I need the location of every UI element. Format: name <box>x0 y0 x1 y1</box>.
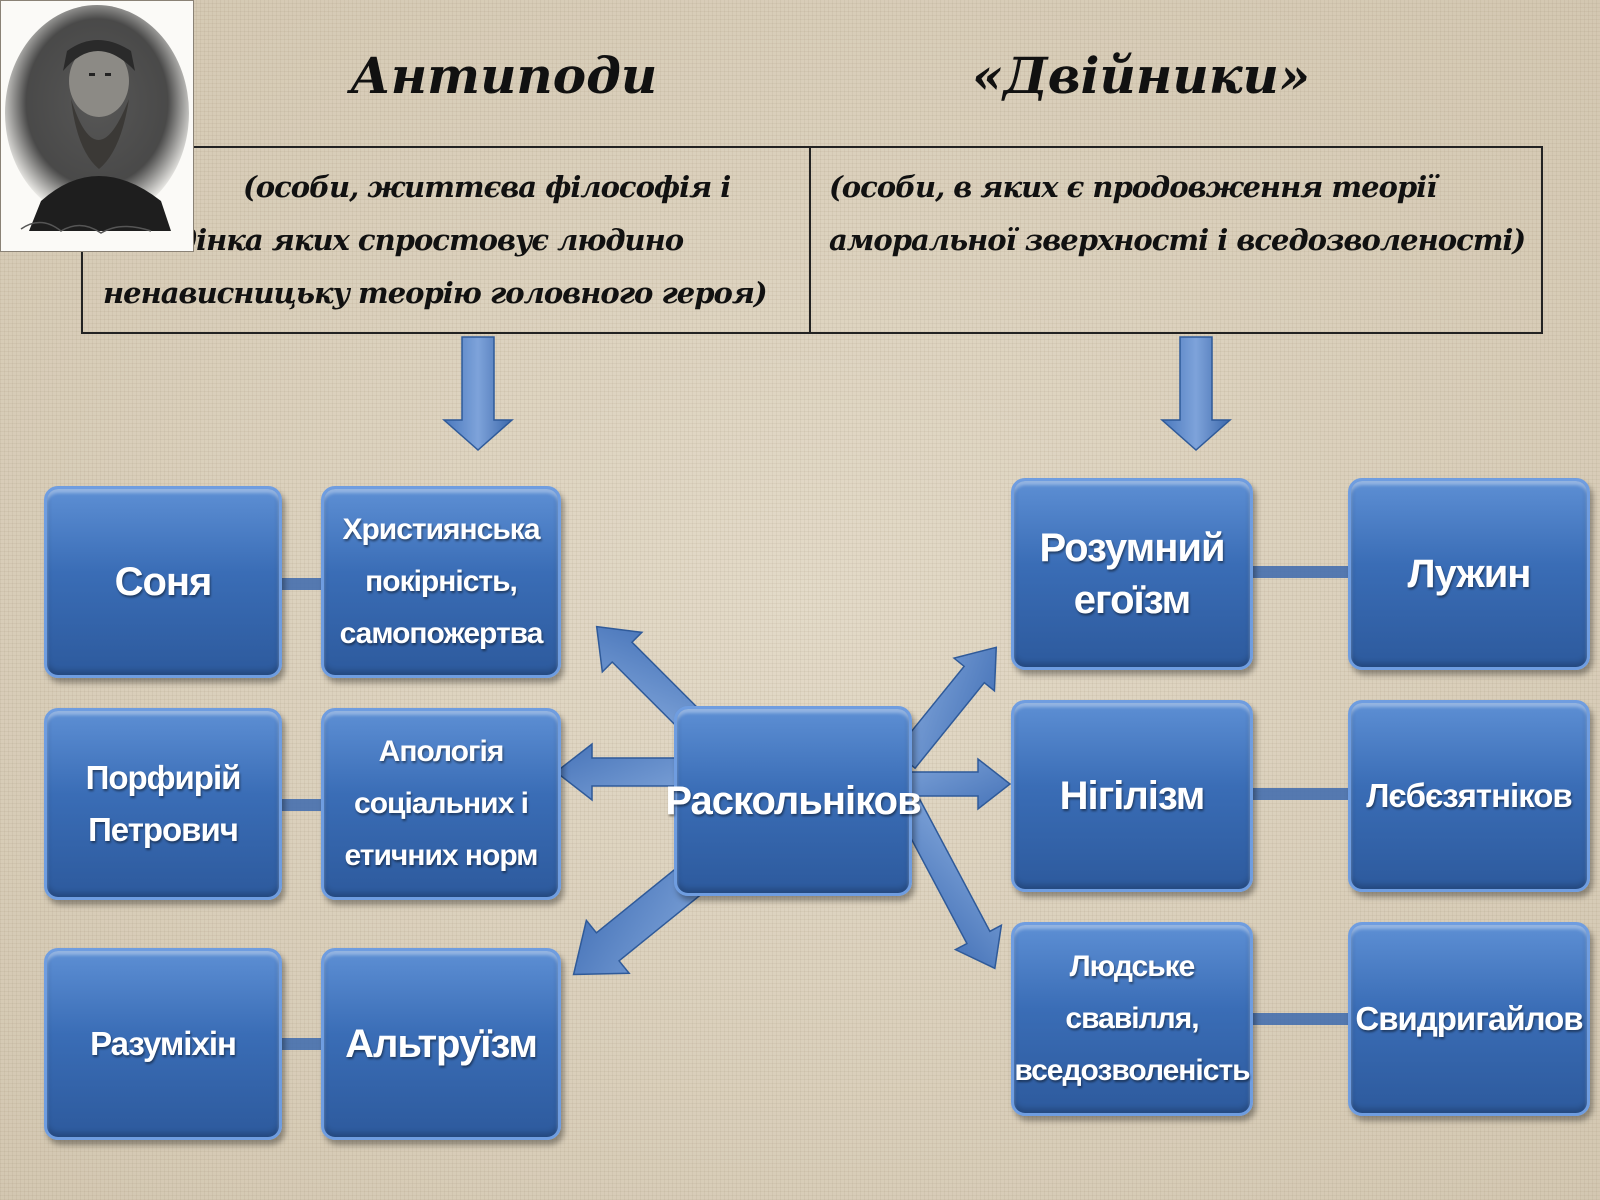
box-luzhin: Лужин <box>1348 478 1590 670</box>
down-arrow-right <box>1160 336 1232 452</box>
box-label: Людське свавілля, вседозволеність <box>1014 950 1250 1087</box>
doubles-heading: «Двійники» <box>972 46 1311 105</box>
arrow-to-rational-egoism <box>893 646 998 770</box>
box-svidrigailov: Свидригайлов <box>1348 922 1590 1116</box>
box-christian-humility: Християнська покірність, самопожертва <box>321 486 561 678</box>
box-sonya: Соня <box>44 486 282 678</box>
doubles-description: (особи, в яких є продовження теорії амор… <box>829 170 1526 257</box>
box-label: Нігілізм <box>1059 774 1206 818</box>
box-rational-egoism: Розумний егоїзм <box>1011 478 1253 670</box>
arrow-to-christian-humility <box>595 625 701 731</box>
antipodes-description: (особи, життєва філософія і поведінка як… <box>83 148 811 332</box>
box-label: Апологія соціальних і етичних норм <box>344 735 539 872</box>
box-apology-norms: Апологія соціальних і етичних норм <box>321 708 561 900</box>
box-label: Християнська покірність, самопожертва <box>339 513 544 650</box>
box-porfiry-petrovich: Порфирій Петрович <box>44 708 282 900</box>
box-label: Порфирій Петрович <box>85 759 242 848</box>
box-nihilism: Нігілізм <box>1011 700 1253 892</box>
antipodes-heading: Антиподи <box>350 46 658 105</box>
box-label: Лєбєзятніков <box>1366 777 1572 814</box>
box-lebeziatnikov: Лєбєзятніков <box>1348 700 1590 892</box>
box-label: Разуміхін <box>90 1025 237 1062</box>
box-label: Свидригайлов <box>1355 1000 1583 1037</box>
dostoevsky-portrait-image <box>0 0 194 252</box>
box-raskolnikov: Раскольніков <box>665 706 922 896</box>
box-label: Соня <box>114 560 213 604</box>
box-label: Лужин <box>1407 552 1532 596</box>
box-human-arbitrariness: Людське свавілля, вседозволеність <box>1011 922 1253 1116</box>
arrow-to-apology <box>554 742 689 802</box>
box-altruism: Альтруїзм <box>321 948 561 1140</box>
box-label: Раскольніков <box>665 779 921 823</box>
box-label: Розумний егоїзм <box>1039 526 1225 622</box>
box-label: Альтруїзм <box>345 1022 538 1066</box>
box-razumikhin: Разуміхін <box>44 948 282 1140</box>
description-table: (особи, життєва філософія і поведінка як… <box>81 146 1543 334</box>
down-arrow-left <box>442 336 514 452</box>
arrow-to-nihilism <box>899 757 1012 811</box>
